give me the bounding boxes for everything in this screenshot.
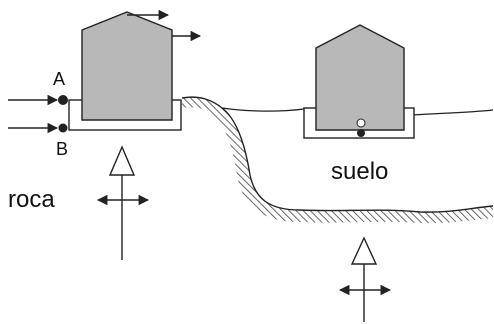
label-rock: roca [8, 186, 55, 213]
right-house [315, 24, 405, 131]
right-house-marker-open [356, 118, 366, 128]
ground-surface-line-right [412, 109, 494, 116]
rock-surface-hatch [182, 97, 493, 224]
point-b [58, 123, 68, 133]
right-house-marker-solid [357, 129, 365, 137]
ground-surface-line [221, 107, 305, 112]
point-a [58, 95, 68, 105]
label-soil: suelo [331, 158, 389, 185]
left-house [81, 11, 173, 121]
label-point-b: B [56, 139, 69, 159]
label-point-a: A [53, 69, 66, 89]
right-hollow-arrowhead [350, 236, 378, 265]
rock-surface-line [181, 96, 494, 213]
left-hollow-arrowhead [108, 145, 136, 176]
